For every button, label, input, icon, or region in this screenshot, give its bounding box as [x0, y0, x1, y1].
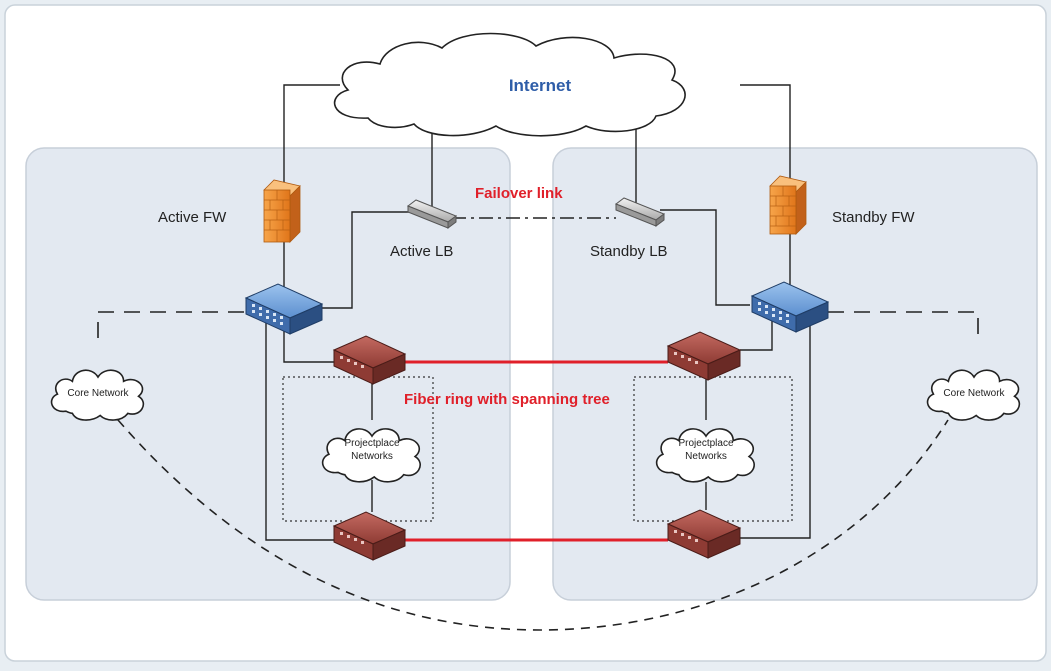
standby-lb-label: Standby LB [590, 243, 668, 260]
standby-firewall-icon [769, 175, 807, 235]
internet-cloud: Internet [333, 32, 686, 137]
link-internet-active-fw [283, 84, 340, 185]
left-top-ring-switch-icon [332, 335, 407, 385]
active-firewall-icon [263, 179, 301, 243]
active-core-switch-icon [244, 283, 324, 335]
right-projectplace-label-line2: Networks [685, 451, 727, 462]
link-active-switch-red-top [283, 318, 335, 363]
link-active-switch-red-bottom [265, 318, 335, 541]
left-site-panel [25, 147, 511, 601]
failover-link-label: Failover link [475, 185, 563, 202]
right-projectplace-cloud: Projectplace Networks [655, 427, 756, 483]
right-core-network-label: Core Network [943, 388, 1005, 399]
left-core-network-label: Core Network [67, 388, 129, 399]
right-site-panel [552, 147, 1038, 601]
left-projectplace-label-line1: Projectplace [344, 438, 399, 449]
fiber-links [405, 360, 668, 542]
left-projectplace-label-line2: Networks [351, 451, 393, 462]
left-bottom-ring-switch-icon [332, 511, 407, 561]
right-core-network-cloud: Core Network [926, 369, 1021, 421]
left-core-network-cloud: Core Network [50, 369, 145, 421]
link-standby-switch-red-bottom [740, 322, 811, 539]
active-loadbalancer-icon [406, 199, 458, 229]
link-standby-lb-switch [660, 209, 750, 306]
link-internet-standby-fw [740, 84, 791, 185]
right-projectplace-label-line1: Projectplace [678, 438, 733, 449]
right-bottom-ring-switch-icon [666, 509, 742, 559]
standby-loadbalancer-icon [614, 197, 666, 227]
link-standby-switch-red-top [740, 318, 773, 351]
fiber-ring-label: Fiber ring with spanning tree [404, 391, 610, 408]
link-lines [265, 84, 811, 541]
active-fw-label: Active FW [158, 209, 227, 226]
internet-label: Internet [509, 76, 572, 95]
link-left-core [97, 311, 248, 338]
link-core-core-arc [117, 419, 949, 631]
standby-fw-label: Standby FW [832, 209, 915, 226]
right-top-ring-switch-icon [666, 331, 742, 381]
core-links [97, 311, 979, 631]
active-lb-label: Active LB [390, 243, 453, 260]
link-active-lb-switch [322, 211, 412, 309]
link-right-core [828, 311, 979, 338]
left-projectplace-cloud: Projectplace Networks [321, 427, 422, 483]
standby-core-switch-icon [750, 281, 830, 333]
